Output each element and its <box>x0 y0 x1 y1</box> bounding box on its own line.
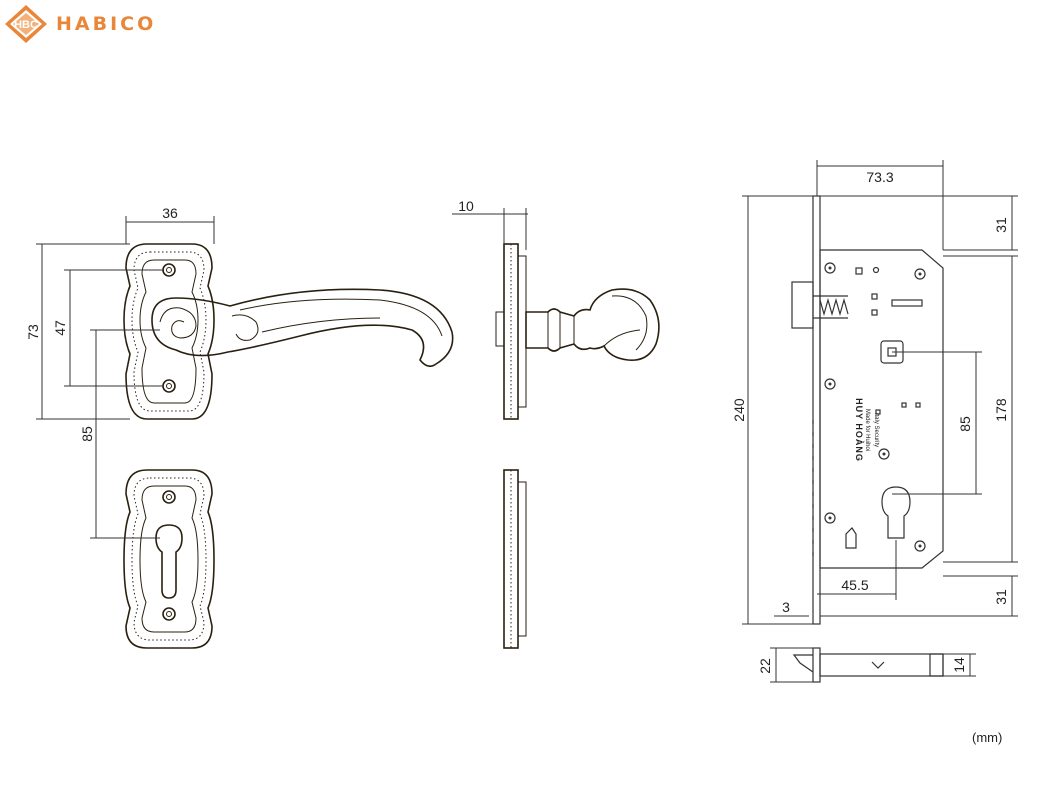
dim-bolt-width: 14 <box>951 657 967 673</box>
dim-faceplate-width: 22 <box>757 658 773 674</box>
side-dimensions: 10 <box>452 198 528 250</box>
lever-handle <box>151 288 454 368</box>
dim-faceplate-height: 240 <box>731 398 747 422</box>
dim-top-offset: 31 <box>993 217 1009 233</box>
logo-text: HBC <box>14 19 38 31</box>
habico-diamond-icon: HBC <box>5 5 47 43</box>
dim-handle-width: 36 <box>162 205 178 221</box>
faceplate <box>812 195 821 625</box>
dim-rose-height: 73 <box>25 324 41 340</box>
side-view-lever <box>495 243 660 420</box>
lock-security: Italy Security <box>873 413 879 447</box>
dim-bottom-offset: 31 <box>993 589 1009 605</box>
dim-screw-spacing: 47 <box>52 320 68 336</box>
latch-bolt <box>791 281 814 329</box>
lock-dimensions: 73.3 31 240 178 85 45.5 31 <box>731 160 1018 683</box>
lock-case <box>819 249 944 569</box>
dim-faceplate-thickness: 3 <box>782 599 790 615</box>
mortise-lock: HUY HOÀNG Made for Huihoi Italy Security <box>791 195 944 625</box>
dim-center-distance: 85 <box>79 426 95 442</box>
escutcheon-bottom-screw-icon <box>162 607 176 621</box>
brand-logo: HBC HABICO <box>4 4 156 44</box>
lock-brand-text: HUY HOÀNG <box>854 398 864 462</box>
dim-backset: 45.5 <box>841 577 868 593</box>
lock-bottom-view <box>792 647 944 683</box>
brand-name: HABICO <box>56 13 157 35</box>
cylinder-hole <box>881 486 911 539</box>
front-dimensions: 36 73 47 85 <box>25 205 215 539</box>
bottom-screw-icon <box>162 379 176 393</box>
dim-lock-depth: 73.3 <box>866 169 893 185</box>
lock-made-for: Made for Huihoi <box>864 409 870 451</box>
keyhole-icon <box>155 524 183 599</box>
dim-case-height: 178 <box>993 398 1009 422</box>
key-escutcheon <box>123 469 215 649</box>
top-screw-icon <box>162 263 176 277</box>
side-view-escutcheon <box>503 469 527 649</box>
dim-lock-center-distance: 85 <box>957 416 973 432</box>
units-label: (mm) <box>972 730 1003 745</box>
dim-rose-thickness: 10 <box>458 198 474 214</box>
escutcheon-top-screw-icon <box>162 490 176 504</box>
